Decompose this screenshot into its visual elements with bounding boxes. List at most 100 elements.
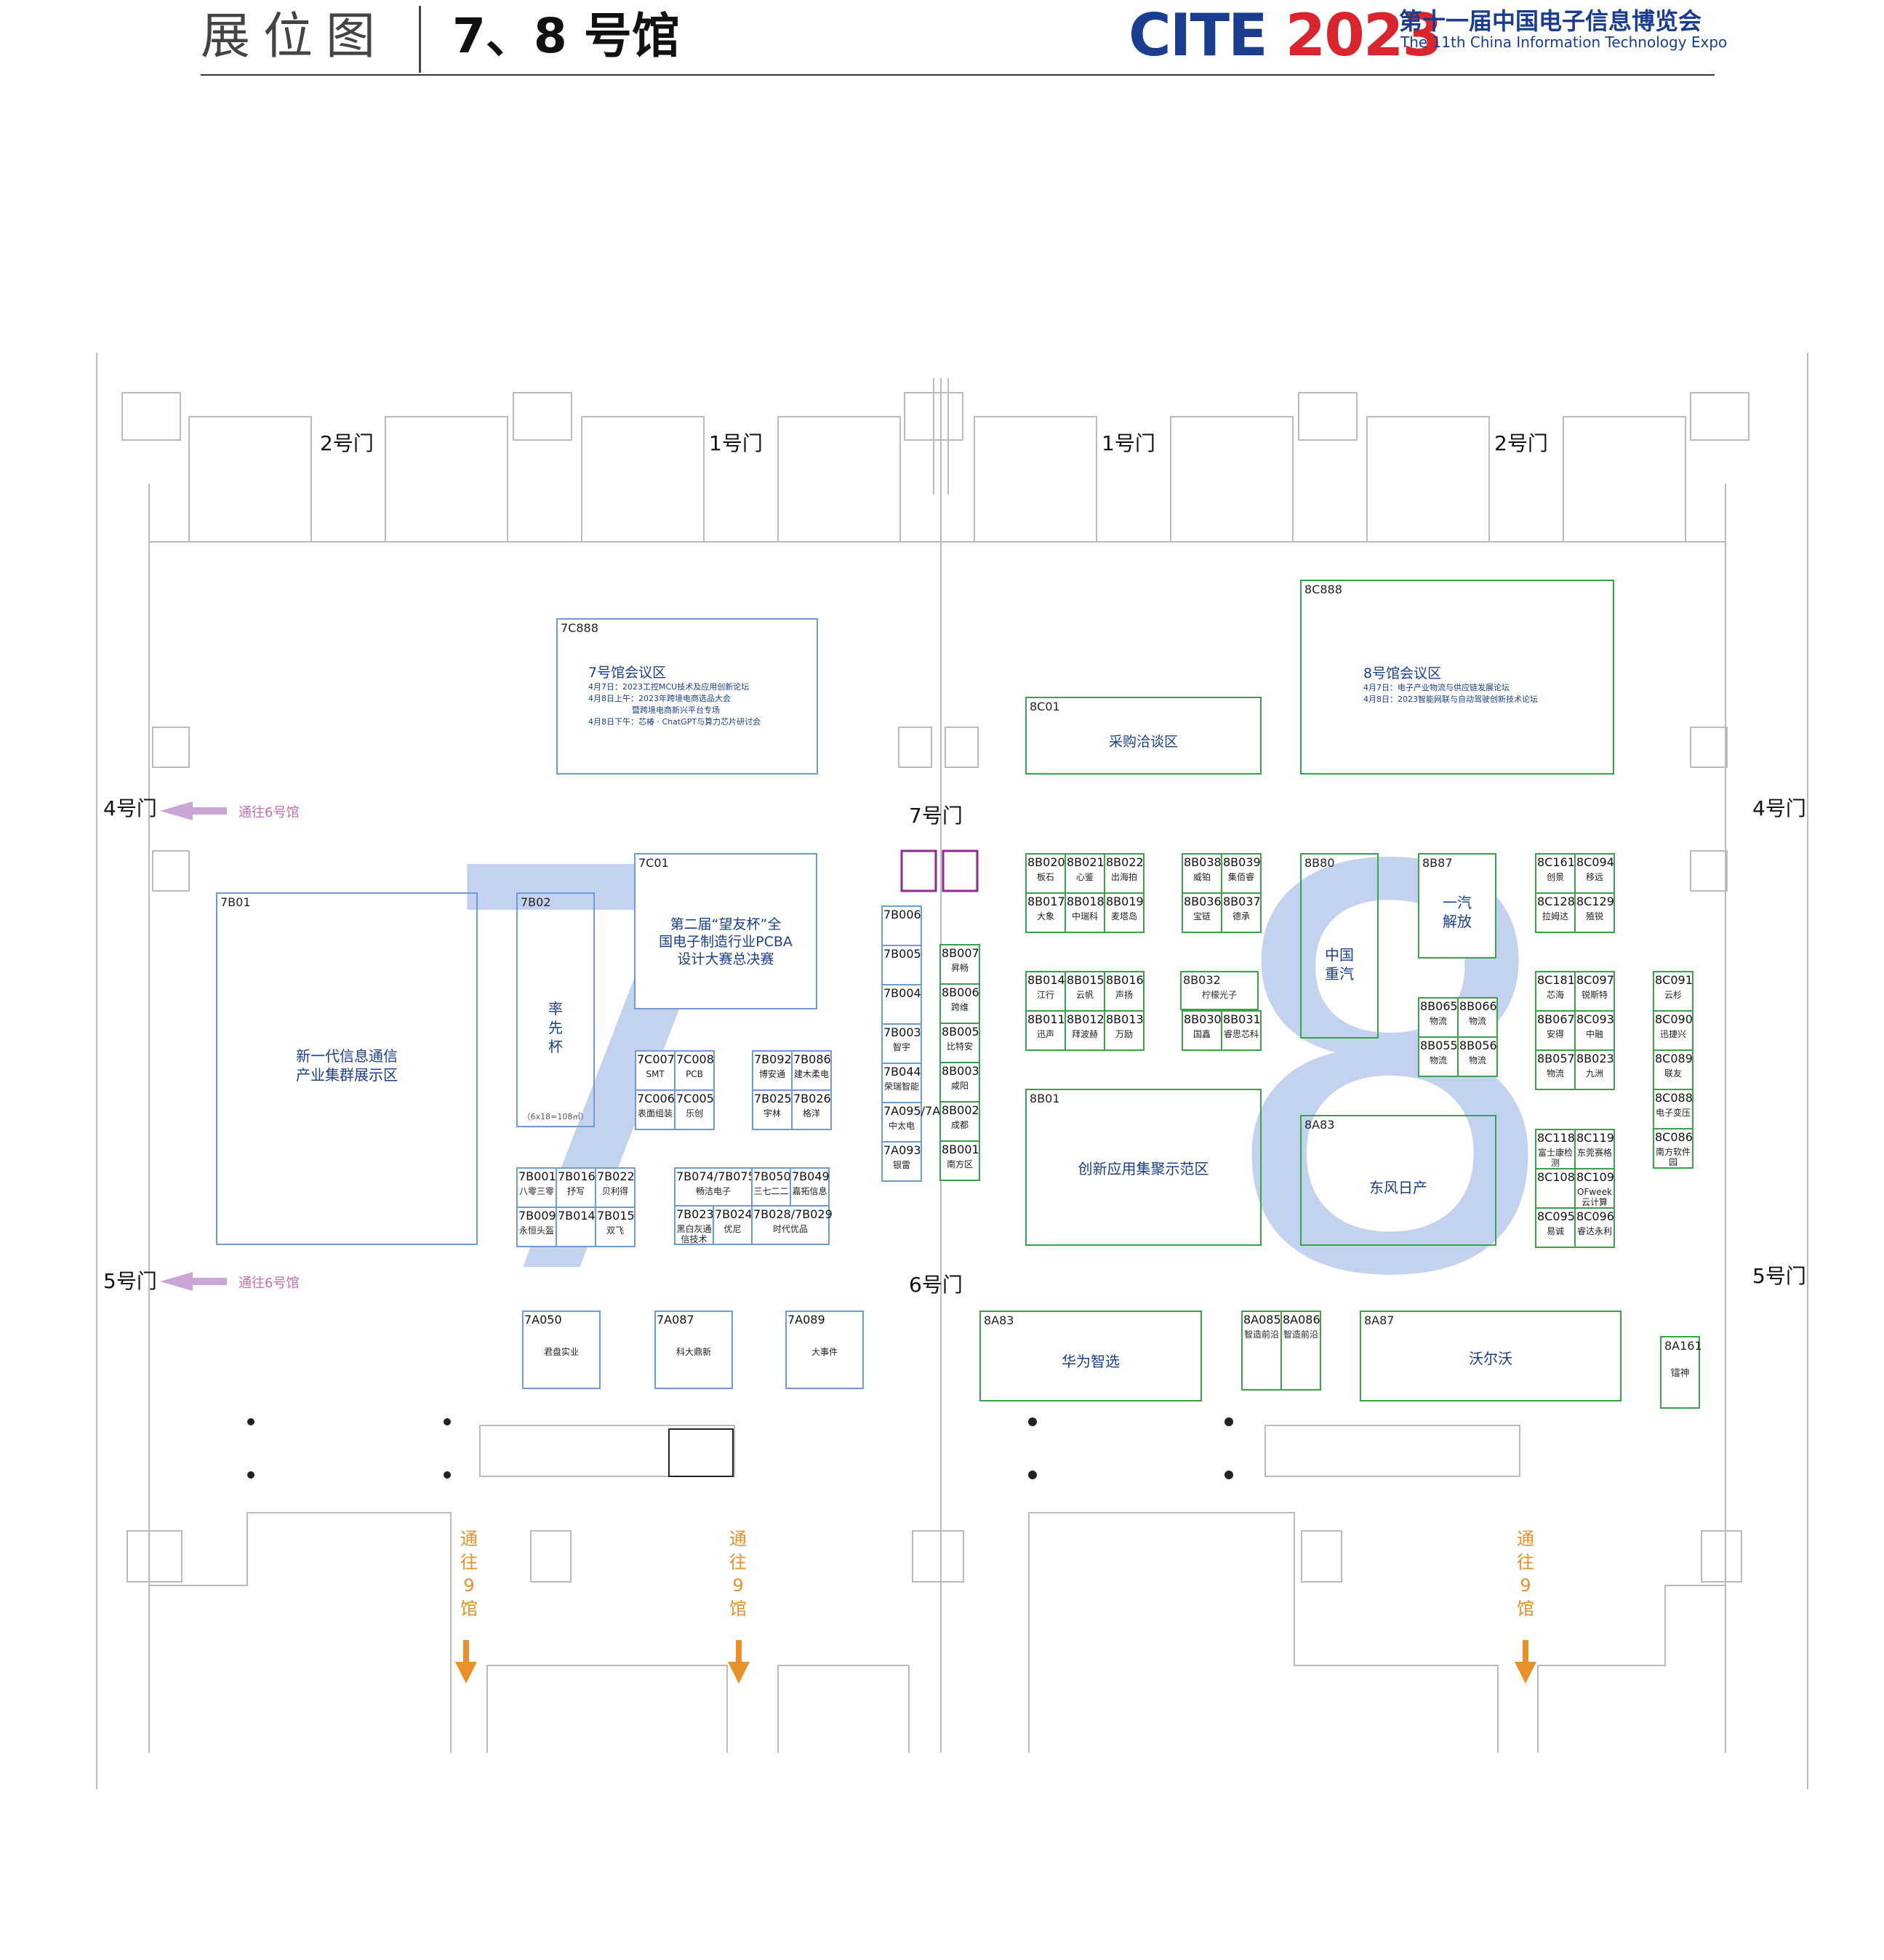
booth-7b01[interactable]: 7B01 新一代信息通信 产业集群展示区 xyxy=(216,892,478,1245)
booth-8b80[interactable]: 8B80 中国 重汽 xyxy=(1300,853,1379,1039)
booth-7b006[interactable]: 7B006 xyxy=(881,905,922,946)
booth-7b028-7b029[interactable]: 7B028/7B029 时代优品 xyxy=(751,1205,833,1245)
booth-7b02[interactable]: 7B02 率 先 杯 （6x18=108㎡） xyxy=(516,892,595,1127)
booth-code: 8B065 xyxy=(1420,999,1458,1013)
booth-8c888[interactable]: 8C888 8号馆会议区 4月7日：电子产业物流与供应链发展论坛 4月8日：20… xyxy=(1300,580,1614,775)
booth-8b87[interactable]: 8B87 一汽 解放 xyxy=(1418,853,1496,959)
booth-code: 8A085 xyxy=(1243,1313,1281,1327)
booth-7c888[interactable]: 7C888 7号馆会议区 4月7日：2023工控MCU技术及应用创新论坛 4月8… xyxy=(556,618,818,775)
booth-7b024[interactable]: 7B024 优尼 xyxy=(713,1205,753,1245)
booth-8a161[interactable]: 8A161 镭神 xyxy=(1660,1336,1702,1409)
booth-7c01[interactable]: 7C01 第二届“望友杯”全 国电子制造行业PCBA 设计大赛总决赛 xyxy=(634,853,817,1009)
booth-8c108[interactable]: 8C108 xyxy=(1535,1168,1576,1209)
booth-8a83-huawei[interactable]: 8A83 华为智选 xyxy=(979,1311,1202,1401)
booth-8c01[interactable]: 8C01 采购洽谈区 xyxy=(1025,697,1262,775)
booth-8b032[interactable]: 8B032 柠檬光子 xyxy=(1180,971,1260,1026)
booth-8b01[interactable]: 8B01 创新应用集聚示范区 xyxy=(1025,1089,1262,1246)
booth-7b074-7b075[interactable]: 7B074/7B075 畅洁电子 xyxy=(674,1167,755,1207)
booth-8a83-dongfeng[interactable]: 8A83 东风日产 xyxy=(1300,1115,1496,1246)
booth-7b004[interactable]: 7B004 xyxy=(881,984,922,1025)
booth-code: 7C005 xyxy=(676,1092,714,1105)
booth-exhibitor: 智宇 xyxy=(892,1042,910,1052)
booth-code: 8B023 xyxy=(1576,1052,1614,1065)
booth-7b014[interactable]: 7B014 xyxy=(556,1207,596,1247)
booth-7b050[interactable]: 7B050 三七二二 xyxy=(751,1167,791,1207)
booth-7b049[interactable]: 7B049 嘉拓信息 xyxy=(790,1167,830,1207)
booth-7b023[interactable]: 7B023 黑白灰通信技术 xyxy=(674,1205,714,1245)
booth-8a87[interactable]: 8A87 沃尔沃 xyxy=(1360,1311,1622,1401)
booth-7b005[interactable]: 7B005 xyxy=(881,945,922,985)
